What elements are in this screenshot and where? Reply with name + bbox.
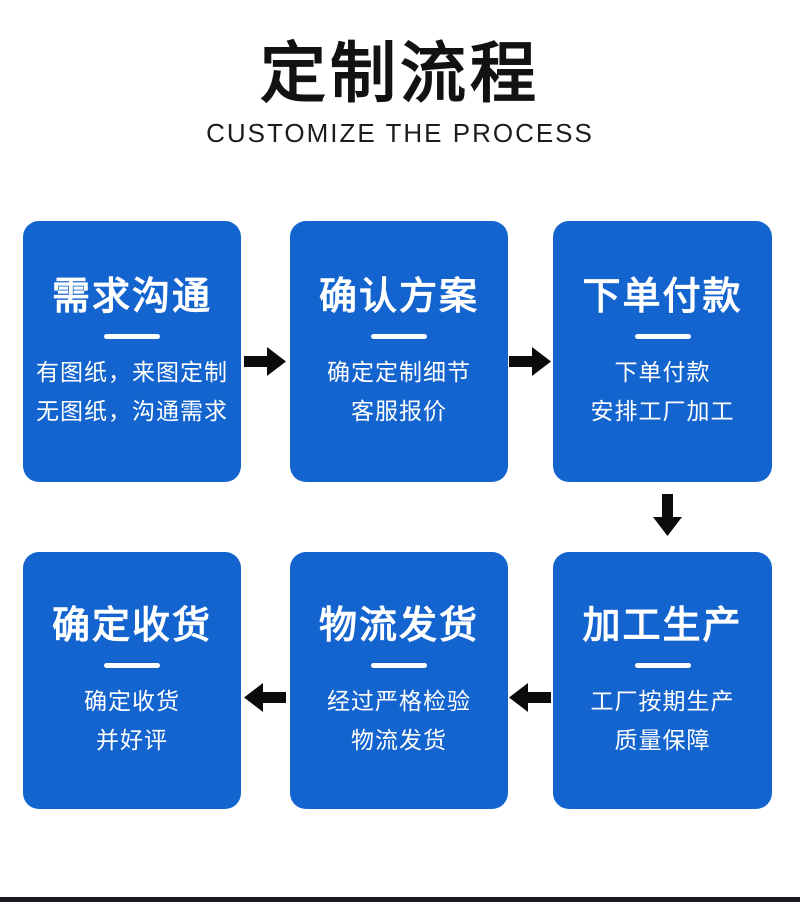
title-underline [371,333,427,339]
step-description-line: 下单付款 [614,358,711,385]
step-description-line: 有图纸，来图定制 [36,358,228,385]
step-description-line: 经过严格检验 [327,687,471,714]
step-title: 需求沟通 [51,275,212,318]
title-underline [371,662,427,668]
step-title: 下单付款 [582,275,743,318]
arrow-down-icon [653,494,682,536]
step-description-line: 并好评 [96,726,168,753]
title-underline [104,333,160,339]
step-description-line: 无图纸，沟通需求 [36,397,228,424]
step-card-processing-production: 加工生产 工厂按期生产 质量保障 [553,552,772,809]
arrow-right-icon [509,347,551,376]
step-title: 物流发货 [318,604,479,647]
step-description-line: 质量保障 [614,726,711,753]
page-title: 定制流程 [260,36,540,110]
step-description-line: 物流发货 [351,726,447,753]
step-card-confirm-plan: 确认方案 确定定制细节 客服报价 [290,221,508,482]
footer-accent-bar [0,897,800,902]
title-underline [634,662,691,668]
step-card-confirm-receipt: 确定收货 确定收货 并好评 [23,552,241,809]
step-description-line: 客服报价 [351,397,447,424]
arrow-left-icon [244,683,286,712]
step-description-line: 确定收货 [84,687,180,714]
step-title: 确定收货 [51,604,212,647]
arrow-right-icon [244,347,286,376]
step-description-line: 确定定制细节 [327,358,471,385]
title-underline [104,662,160,668]
step-description-line: 工厂按期生产 [590,687,735,714]
page-subtitle: CUSTOMIZE THE PROCESS [206,117,594,148]
step-card-logistics-shipping: 物流发货 经过严格检验 物流发货 [290,552,508,809]
step-title: 确认方案 [318,275,479,318]
step-card-demand-communication: 需求沟通 有图纸，来图定制 无图纸，沟通需求 [23,221,241,482]
title-underline [634,333,691,339]
step-title: 加工生产 [582,604,743,647]
arrow-left-icon [509,683,551,712]
header: 定制流程 CUSTOMIZE THE PROCESS [0,0,800,149]
step-description-line: 安排工厂加工 [590,397,735,424]
step-card-order-payment: 下单付款 下单付款 安排工厂加工 [553,221,772,482]
